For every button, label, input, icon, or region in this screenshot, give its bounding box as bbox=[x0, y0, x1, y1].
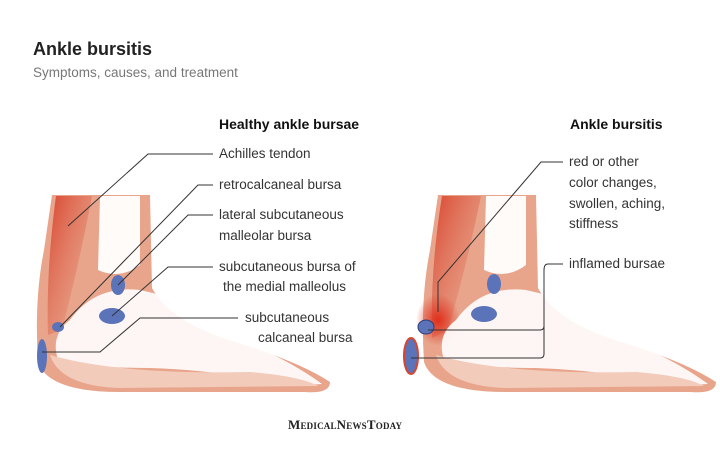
bursa-calcaneal bbox=[37, 339, 47, 373]
label-retrocalcaneal-bursa: retrocalcaneal bursa bbox=[219, 177, 342, 192]
foot-bones bbox=[441, 289, 708, 386]
sole-pad bbox=[436, 355, 704, 388]
bursa-retrocalcaneal-inflamed bbox=[417, 319, 435, 335]
label-calcaneal-line1: subcutaneous bbox=[245, 310, 330, 325]
label-medial-line1: subcutaneous bursa of bbox=[219, 259, 356, 274]
label-symptoms-line4: stiffness bbox=[569, 216, 619, 231]
label-symptoms-line3: swollen, aching, bbox=[569, 196, 666, 211]
label-medial-line2: the medial malleolus bbox=[223, 279, 347, 294]
bursa-retrocalcaneal bbox=[52, 322, 64, 332]
achilles-tendon bbox=[47, 196, 92, 335]
sole-pad bbox=[50, 355, 318, 388]
page-title: Ankle bursitis bbox=[33, 39, 153, 59]
label-symptoms-line1: red or other bbox=[569, 154, 639, 169]
bursitis-heading: Ankle bursitis bbox=[570, 116, 663, 132]
label-achilles-tendon: Achilles tendon bbox=[219, 146, 311, 161]
label-calcaneal-line2: calcaneal bursa bbox=[258, 330, 353, 345]
page-subtitle: Symptoms, causes, and treatment bbox=[33, 65, 238, 80]
label-lateral-line1: lateral subcutaneous bbox=[219, 207, 344, 222]
label-symptoms-line2: color changes, bbox=[569, 175, 657, 190]
tibia-bone bbox=[98, 196, 140, 274]
medical-news-today-logo: MedicalNewsToday bbox=[288, 417, 403, 432]
leader-lines bbox=[42, 153, 563, 359]
tibia-bone bbox=[484, 196, 526, 274]
label-lateral-line2: malleolar bursa bbox=[219, 228, 312, 243]
bursa-lateral bbox=[487, 274, 501, 294]
bursa-calcaneal-inflamed bbox=[403, 337, 419, 375]
bursa-medial bbox=[471, 306, 497, 322]
healthy-heading: Healthy ankle bursae bbox=[219, 116, 360, 132]
inflamed-foot bbox=[403, 195, 716, 393]
label-inflamed-bursae: inflamed bursae bbox=[569, 256, 666, 271]
